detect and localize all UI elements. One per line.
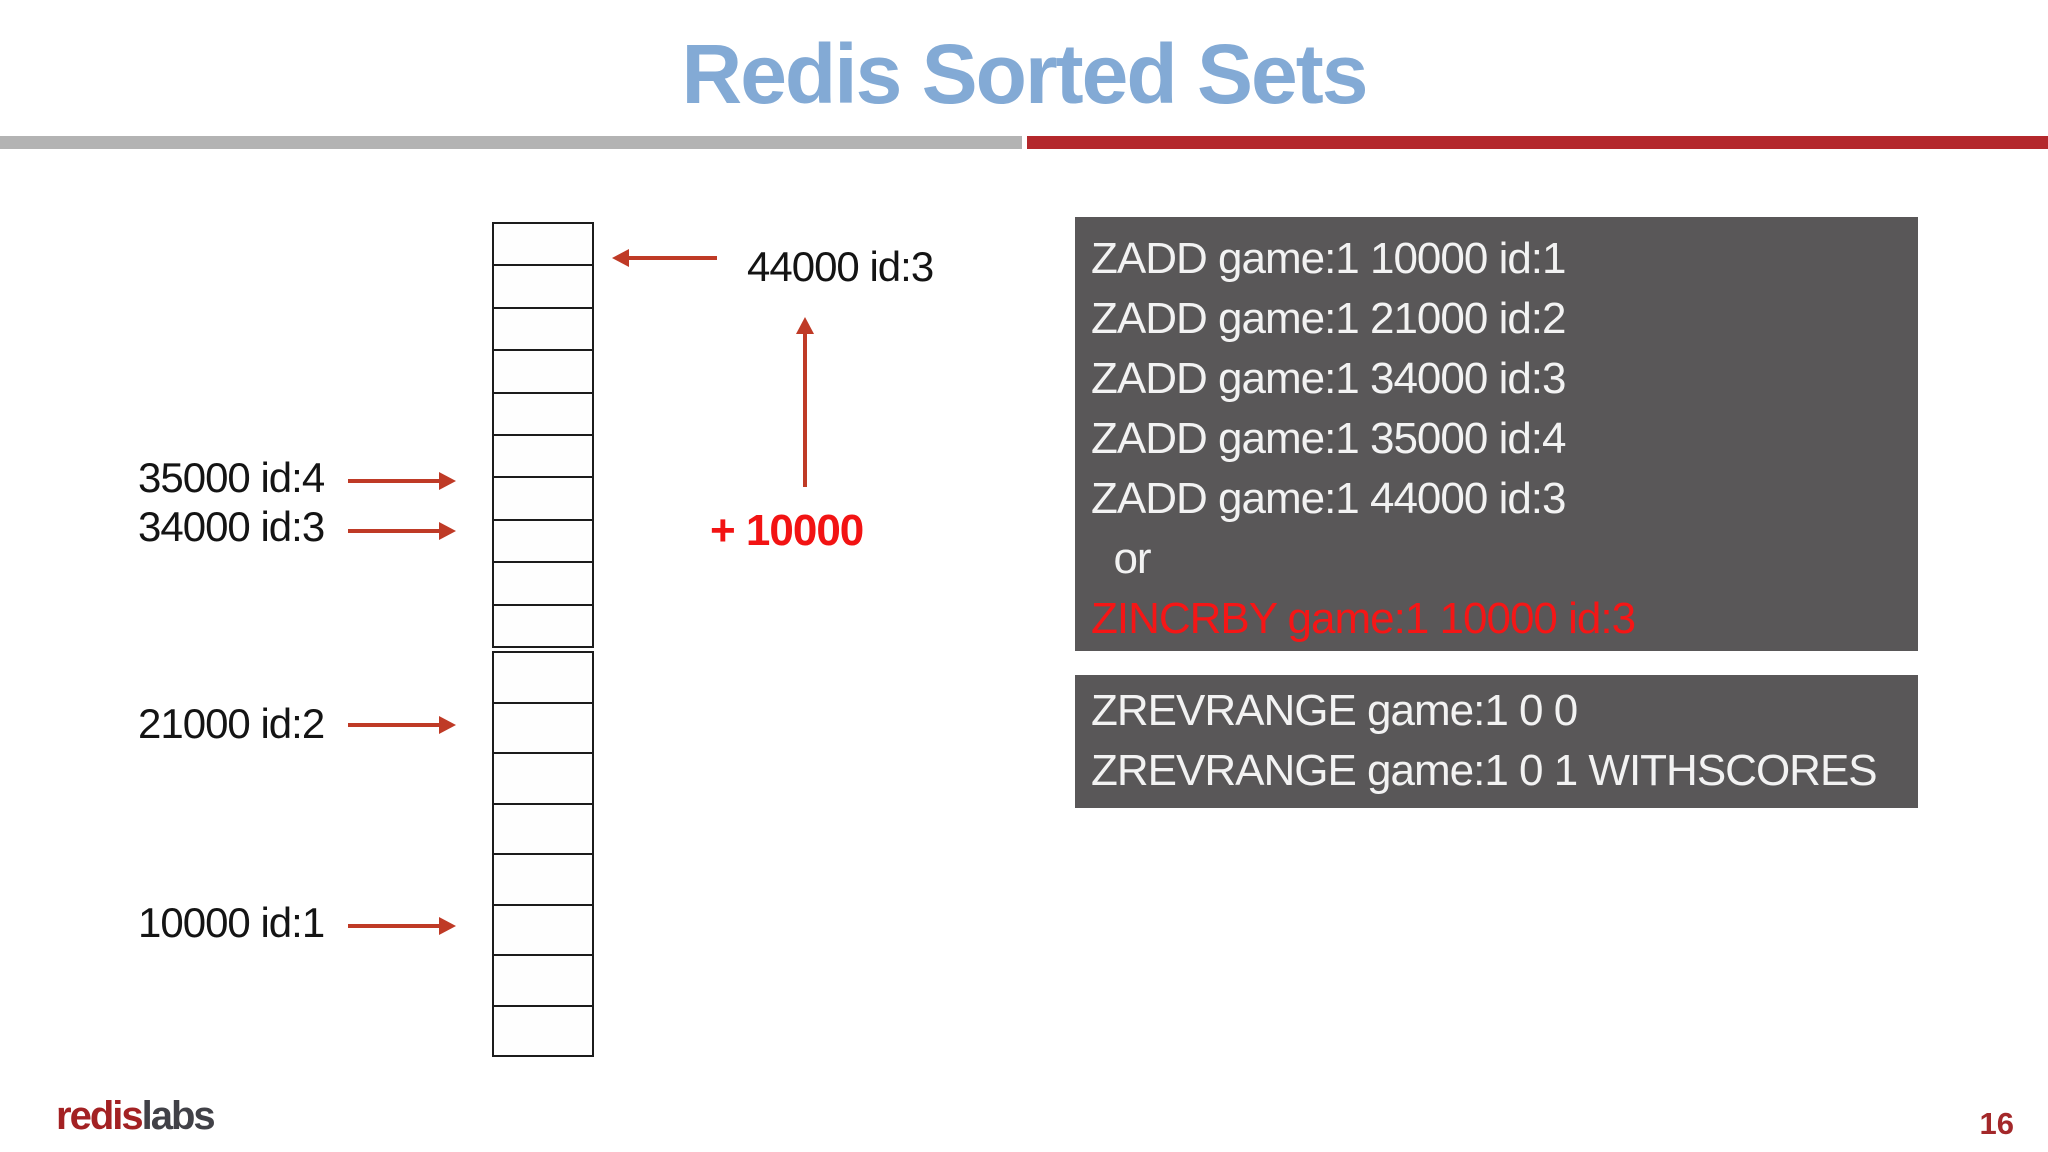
array-cell	[494, 906, 592, 956]
array-cell	[494, 266, 592, 309]
array-cell	[494, 309, 592, 352]
redislabs-logo: redislabs	[56, 1094, 216, 1138]
array-cell	[494, 855, 592, 906]
divider-gray-bar	[0, 136, 1022, 149]
new-score-arrow	[612, 249, 717, 267]
page-number: 16	[1979, 1106, 2014, 1141]
score-arrow	[348, 716, 456, 734]
array-cell	[494, 1007, 592, 1056]
array-cell	[494, 805, 592, 855]
sorted-set-array-top	[492, 222, 594, 648]
array-cell	[494, 754, 592, 805]
sorted-set-array-bottom	[492, 651, 594, 1057]
code-line: or	[1091, 534, 1151, 583]
array-cell	[494, 563, 592, 606]
arrow-up-head-icon	[796, 317, 814, 334]
arrow-right-head-icon	[439, 472, 456, 490]
divider-red-bar	[1027, 136, 2048, 149]
logo-labs-text: labs	[141, 1094, 216, 1138]
code-line: ZADD game:1 10000 id:1	[1091, 234, 1567, 283]
increment-label: + 10000	[710, 506, 864, 555]
arrow-right-head-icon	[439, 917, 456, 935]
array-cell	[494, 478, 592, 521]
code-line: ZADD game:1 35000 id:4	[1091, 414, 1567, 463]
array-cell	[494, 351, 592, 394]
score-arrow	[348, 472, 456, 490]
array-cell	[494, 521, 592, 564]
code-line: ZREVRANGE game:1 0 1 WITHSCORES	[1091, 746, 1878, 795]
code-block-zrevrange: ZREVRANGE game:1 0 0 ZREVRANGE game:1 0 1…	[1075, 675, 1918, 808]
arrow-right-head-icon	[439, 522, 456, 540]
array-cell	[494, 704, 592, 754]
code-line: ZINCRBY game:1 10000 id:3	[1091, 594, 1636, 643]
array-cell	[494, 606, 592, 646]
code-line: ZADD game:1 44000 id:3	[1091, 474, 1567, 523]
increment-arrow	[796, 317, 814, 487]
array-cell	[494, 653, 592, 704]
array-cell	[494, 956, 592, 1007]
score-label: 10000 id:1	[138, 899, 325, 946]
score-arrow	[348, 522, 456, 540]
new-score-label: 44000 id:3	[747, 243, 934, 290]
score-label: 34000 id:3	[138, 503, 325, 550]
score-label: 35000 id:4	[138, 454, 325, 501]
code-line: ZADD game:1 21000 id:2	[1091, 294, 1567, 343]
slide-title: Redis Sorted Sets	[681, 27, 1369, 121]
score-arrow	[348, 917, 456, 935]
array-cell	[494, 394, 592, 437]
array-cell	[494, 436, 592, 479]
code-line: ZADD game:1 34000 id:3	[1091, 354, 1567, 403]
arrow-right-head-icon	[439, 716, 456, 734]
logo-redis-text: redis	[56, 1094, 144, 1138]
array-cell	[494, 224, 592, 267]
arrow-left-head-icon	[612, 249, 629, 267]
code-line: ZREVRANGE game:1 0 0	[1091, 686, 1578, 735]
score-label: 21000 id:2	[138, 700, 325, 747]
